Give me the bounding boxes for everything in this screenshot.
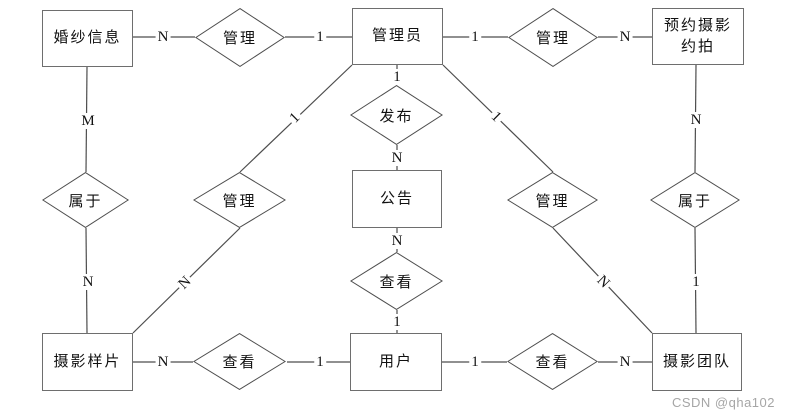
relationship-view-bottom-right: 查看 (507, 333, 598, 390)
entity-user-label: 用户 (378, 353, 413, 370)
cardinality-manage-tr-booking: N (617, 29, 633, 45)
relationship-label: 查看 (535, 355, 570, 371)
relationship-label: 发布 (379, 108, 414, 125)
entity-samples: 摄影样片 (42, 333, 133, 391)
relationship-view-center: 查看 (350, 252, 443, 310)
cardinality-publish-notice: N (389, 150, 405, 166)
relationship-label: 管理 (222, 31, 257, 47)
relationship-label: 属于 (68, 193, 103, 210)
entity-user: 用户 (350, 333, 442, 391)
cardinality-manage-admin: 1 (314, 29, 326, 45)
entity-booking-label: 预约摄影约拍 (663, 17, 732, 55)
cardinality-user-view-br: 1 (469, 354, 481, 370)
cardinality-admin-manage-tr: 1 (469, 29, 481, 45)
diamond-shape (350, 85, 443, 145)
relationship-label: 查看 (222, 355, 257, 371)
entity-wedding-info-label: 婚纱信息 (53, 30, 122, 46)
entity-notice-label: 公告 (379, 190, 414, 207)
entity-wedding-info: 婚纱信息 (42, 10, 133, 67)
entity-samples-label: 摄影样片 (53, 353, 122, 370)
relationship-label: 管理 (222, 193, 257, 210)
diamond-shape (507, 333, 598, 390)
cardinality-belong-team: 1 (690, 274, 702, 290)
cardinality-view-bl-user: 1 (314, 354, 326, 370)
diamond-shape (42, 172, 129, 228)
diamond-shape (350, 252, 443, 310)
entity-booking: 预约摄影约拍 (652, 8, 744, 65)
diamond-shape (195, 8, 285, 67)
relationship-label: 属于 (677, 193, 712, 210)
diamond-shape (508, 8, 598, 67)
entity-admin: 管理员 (352, 8, 443, 65)
cardinality-booking-belong: N (688, 112, 704, 128)
relationship-publish: 发布 (350, 85, 443, 145)
relationship-label: 管理 (535, 31, 570, 47)
cardinality-view-user: 1 (391, 314, 403, 330)
relationship-belong-right: 属于 (650, 172, 740, 228)
cardinality-samples-view: N (155, 354, 171, 370)
relationship-view-bottom-left: 查看 (193, 333, 286, 390)
entity-team-label: 摄影团队 (662, 353, 731, 370)
entity-team: 摄影团队 (652, 333, 742, 391)
cardinality-view-br-team: N (617, 354, 633, 370)
cardinality-notice-view: N (389, 233, 405, 249)
cardinality-belong-samples: N (80, 274, 96, 290)
entity-admin-label: 管理员 (371, 28, 423, 44)
relationship-label: 管理 (535, 193, 570, 210)
diamond-shape (193, 172, 286, 228)
entity-notice: 公告 (352, 170, 442, 228)
cardinality-admin-publish: 1 (391, 69, 403, 85)
relationship-manage-top-right: 管理 (508, 8, 598, 67)
cardinality-wedding-manage: N (155, 29, 171, 45)
relationship-manage-mid-left: 管理 (193, 172, 286, 228)
diamond-shape (507, 172, 598, 228)
cardinality-wedding-belong: M (79, 113, 97, 129)
relationship-belong-left: 属于 (42, 172, 129, 228)
csdn-watermark: CSDN @qha102 (671, 395, 775, 410)
diamond-shape (193, 333, 286, 390)
relationship-manage-top-left: 管理 (195, 8, 285, 67)
relationship-manage-mid-right: 管理 (507, 172, 598, 228)
diamond-shape (650, 172, 740, 228)
relationship-label: 查看 (379, 274, 414, 291)
